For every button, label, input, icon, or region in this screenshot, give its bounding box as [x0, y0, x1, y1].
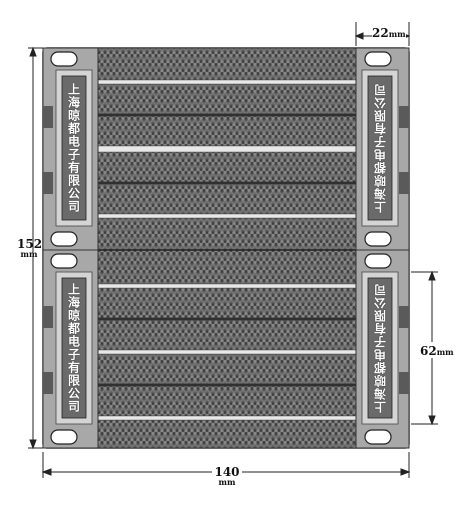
- left-end-caps: [42, 47, 99, 449]
- brand-label-top-left: 上海晾都电子有限公司: [66, 83, 81, 213]
- mounting-holes: [50, 51, 392, 445]
- upper-fin-block: [97, 47, 357, 251]
- brand-label-bottom-left: 上海晾都电子有限公司: [66, 283, 81, 413]
- brand-label-bottom-right: 上海晾都电子有限公司: [373, 283, 388, 413]
- brand-label-top-right: 上海晾都电子有限公司: [373, 83, 388, 213]
- end-cap-dimension-label: 22mm: [372, 24, 406, 40]
- height-dimension-label: 152 mm: [17, 237, 43, 259]
- lower-fin-block: [97, 249, 357, 449]
- right-end-caps: [355, 47, 410, 449]
- width-dimension-label: 140 mm: [212, 466, 242, 486]
- module-height-dimension-label: 62mm: [420, 342, 454, 358]
